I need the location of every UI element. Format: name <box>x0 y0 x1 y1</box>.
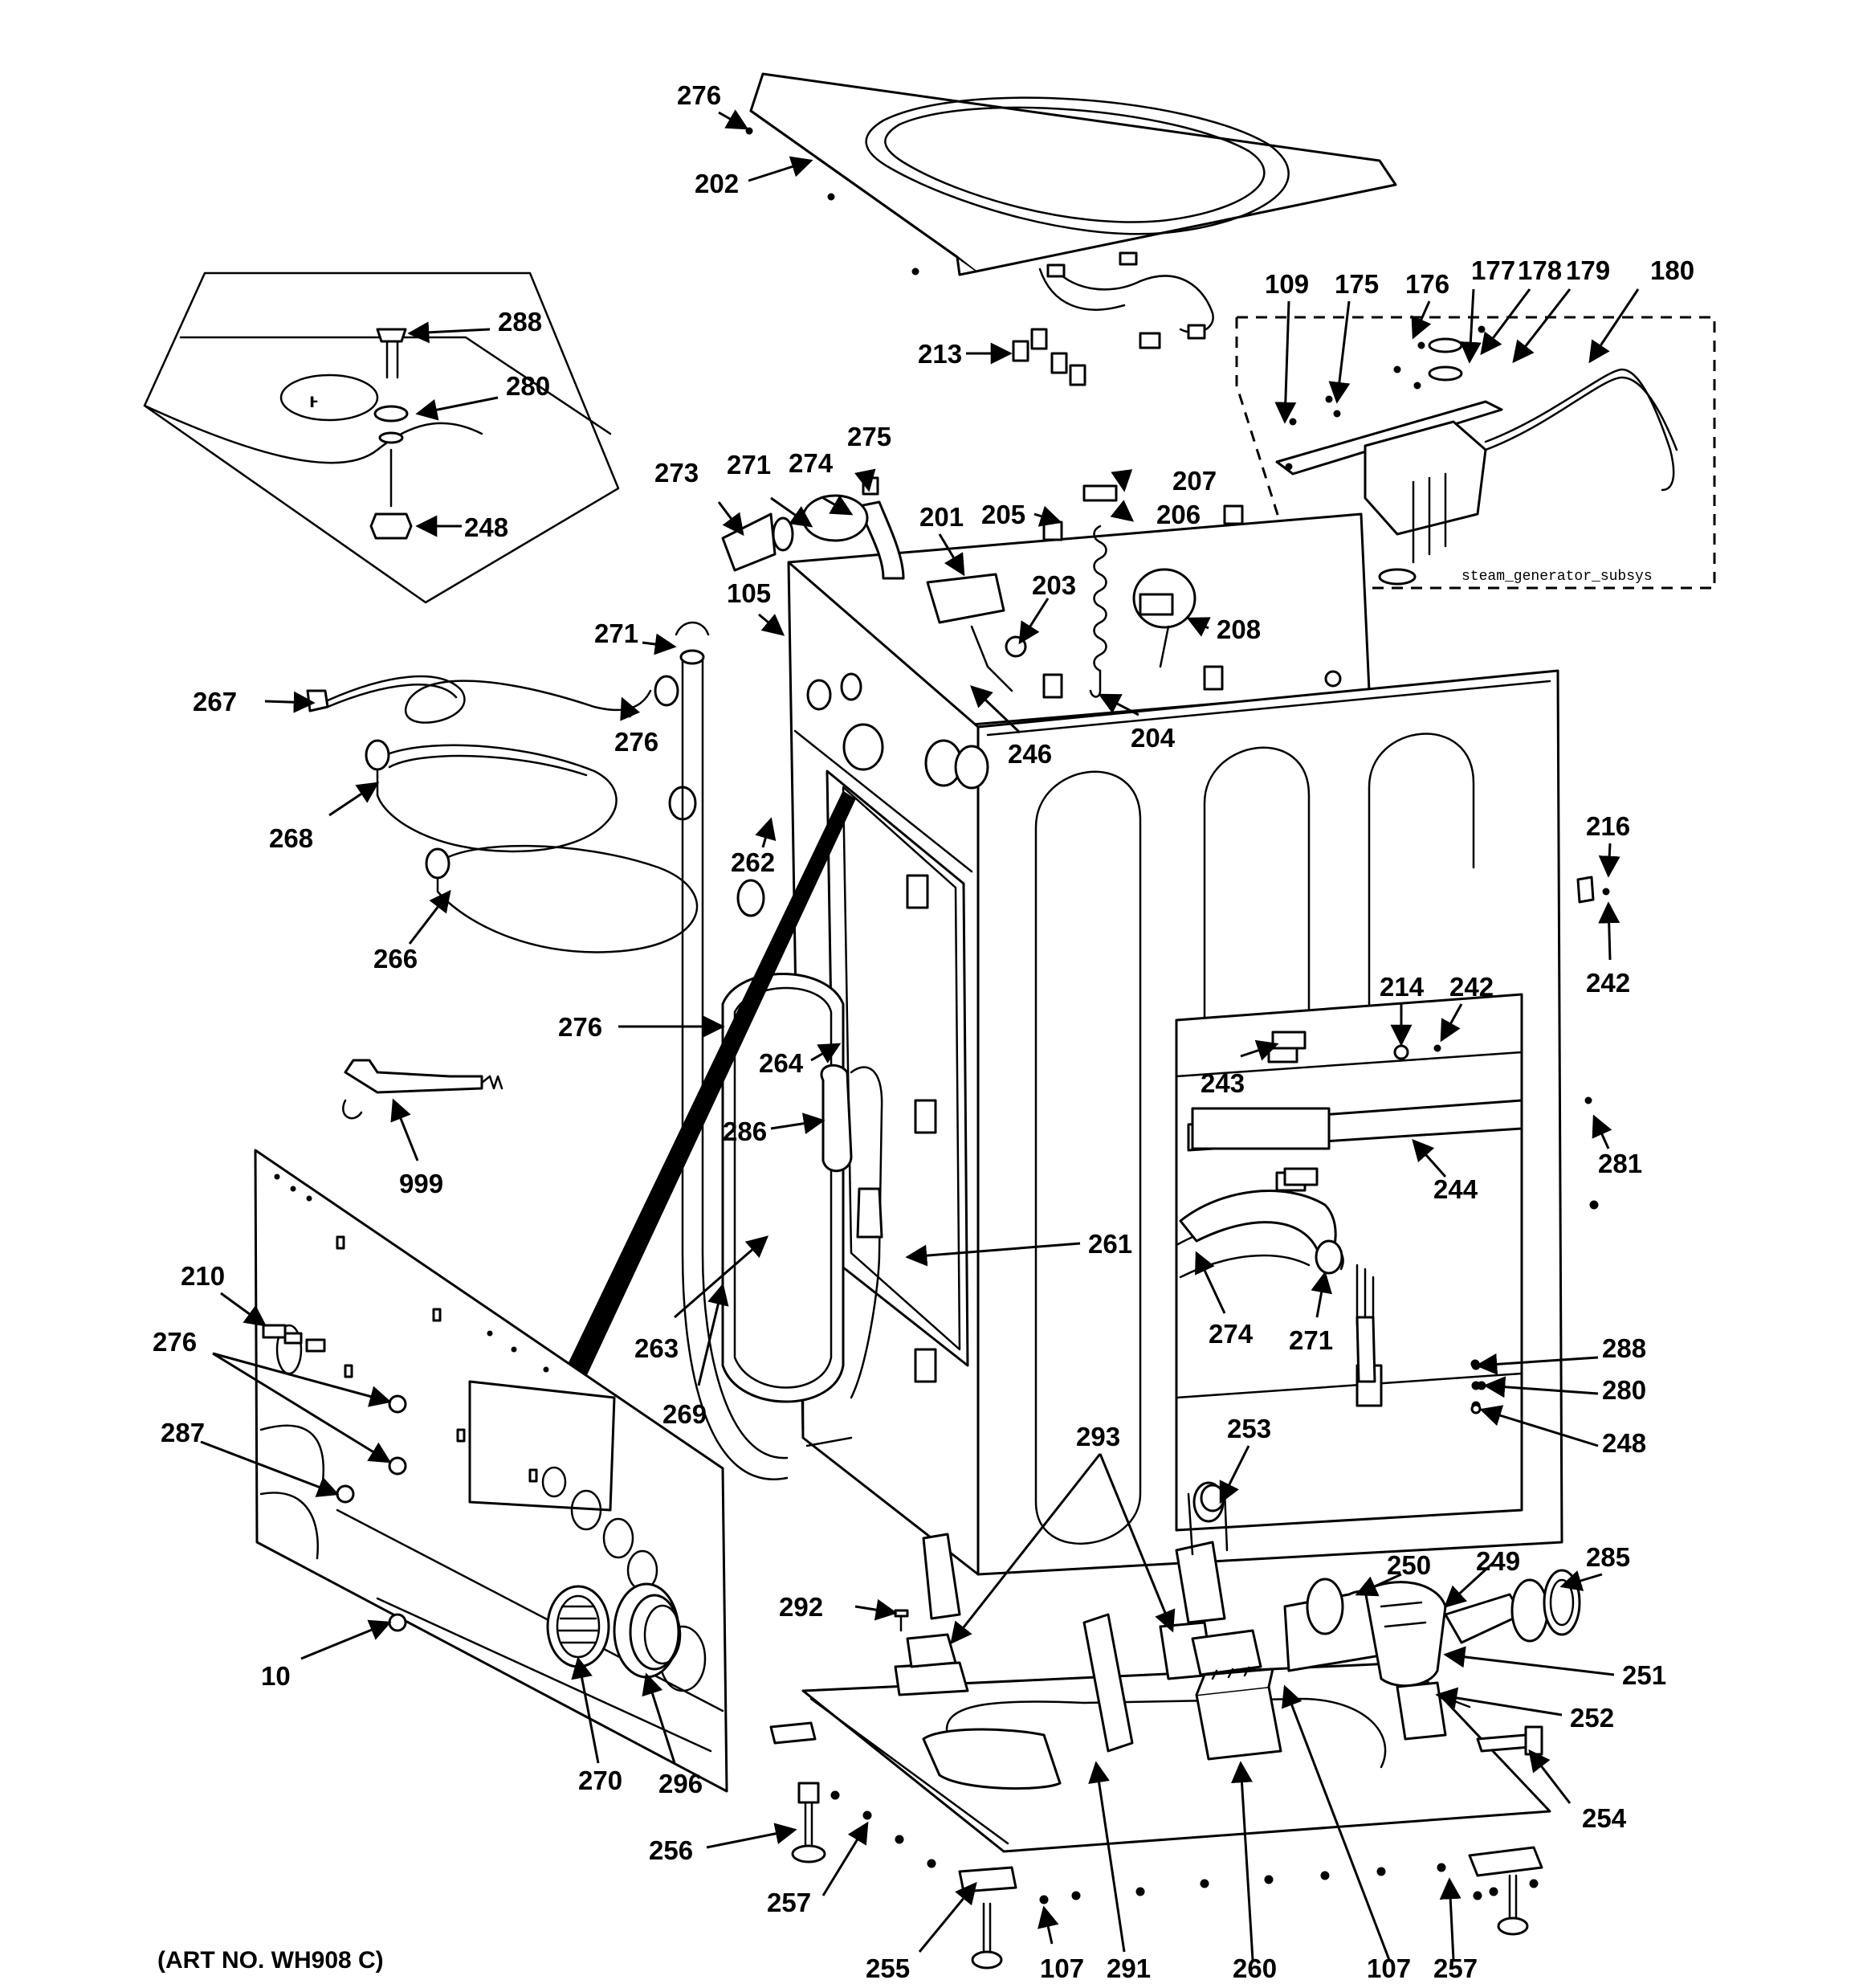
callout-252: 252 <box>1570 1703 1614 1733</box>
callout-285: 285 <box>1586 1542 1630 1572</box>
callout-270: 270 <box>578 1766 622 1795</box>
callout-291: 291 <box>1107 1953 1151 1983</box>
callout-260: 260 <box>1233 1953 1277 1983</box>
svg-text:ⱶ: ⱶ <box>309 388 318 412</box>
callout-213: 213 <box>918 339 962 369</box>
callout-201: 201 <box>919 502 964 532</box>
callout-105: 105 <box>727 578 771 608</box>
callout-178: 178 <box>1518 255 1562 285</box>
callout-288-inset: 288 <box>498 307 542 337</box>
subsystem-label: steam_generator_subsys <box>1461 569 1653 585</box>
callout-292: 292 <box>779 1592 823 1622</box>
callout-176: 176 <box>1405 269 1449 299</box>
callout-10: 10 <box>261 1661 291 1691</box>
callout-266: 266 <box>373 944 418 974</box>
callout-276: 276 <box>677 80 721 110</box>
callout-242-b: 242 <box>1586 968 1630 998</box>
callout-276-d: 276 <box>153 1327 197 1357</box>
callout-274-a: 274 <box>789 448 834 478</box>
callout-243: 243 <box>1201 1068 1245 1098</box>
callout-271-c: 271 <box>1289 1325 1333 1355</box>
callout-257-a: 257 <box>767 1888 811 1917</box>
callout-216: 216 <box>1586 811 1630 841</box>
callout-204: 204 <box>1131 723 1176 753</box>
callout-214: 214 <box>1380 972 1425 1002</box>
callout-248-inset: 248 <box>464 512 508 542</box>
callout-264: 264 <box>759 1048 804 1078</box>
callout-202: 202 <box>695 169 739 198</box>
callout-208: 208 <box>1217 614 1261 644</box>
callout-269: 269 <box>662 1399 707 1429</box>
callout-255: 255 <box>866 1953 910 1983</box>
callout-249: 249 <box>1476 1546 1520 1576</box>
callout-280: 280 <box>1602 1375 1646 1405</box>
cabinet <box>721 476 1563 1576</box>
leader-lines <box>200 109 1640 1961</box>
callout-261: 261 <box>1088 1229 1132 1259</box>
callout-107-a: 107 <box>1040 1953 1084 1983</box>
callout-263: 263 <box>634 1333 679 1363</box>
callout-205: 205 <box>981 500 1025 529</box>
callout-107-b: 107 <box>1367 1953 1411 1983</box>
callout-274-b: 274 <box>1209 1319 1254 1349</box>
right-wall-hardware <box>1179 876 1610 1512</box>
callout-109: 109 <box>1265 269 1309 299</box>
callout-288: 288 <box>1602 1333 1646 1363</box>
callout-271-a: 271 <box>727 450 771 480</box>
callout-293: 293 <box>1076 1422 1120 1451</box>
callout-280-inset: 280 <box>506 371 550 401</box>
callout-256: 256 <box>649 1835 693 1865</box>
callout-250: 250 <box>1387 1550 1431 1580</box>
callout-203: 203 <box>1032 570 1076 600</box>
callout-177: 177 <box>1471 255 1515 285</box>
callout-296: 296 <box>658 1769 703 1798</box>
inlet-hoses-and-cord <box>306 621 789 1480</box>
callout-271-b: 271 <box>594 618 638 648</box>
callout-273: 273 <box>654 458 699 488</box>
callout-210: 210 <box>181 1261 225 1291</box>
callout-276-c: 276 <box>558 1012 602 1042</box>
callout-246: 246 <box>1008 739 1052 769</box>
callout-206: 206 <box>1156 500 1201 529</box>
top-cover <box>745 72 1397 276</box>
art-number: (ART NO. WH908 C) <box>157 1947 384 1974</box>
wire-harness <box>1012 251 1214 386</box>
callout-180: 180 <box>1650 255 1694 285</box>
callout-179: 179 <box>1566 255 1610 285</box>
base-frame <box>769 1361 1581 1970</box>
steam-generator-subsystem: steam_generator_subsys <box>1235 316 1716 590</box>
callout-276-b: 276 <box>614 727 658 757</box>
callout-287: 287 <box>161 1418 205 1447</box>
callout-253: 253 <box>1227 1414 1271 1443</box>
callout-248: 248 <box>1602 1428 1646 1458</box>
callout-275: 275 <box>847 422 891 451</box>
inset-leveling-detail: ⱶ <box>143 271 620 604</box>
callout-999: 999 <box>399 1169 443 1198</box>
callout-267: 267 <box>193 687 237 716</box>
callout-262: 262 <box>731 847 775 877</box>
callout-labels: 276 202 213 109 175 176 177 178 179 180 … <box>153 80 1694 1983</box>
callout-175: 175 <box>1335 269 1379 299</box>
callout-207: 207 <box>1172 466 1217 496</box>
callout-244: 244 <box>1433 1174 1478 1204</box>
callout-281: 281 <box>1598 1149 1642 1178</box>
callout-268: 268 <box>269 823 313 853</box>
front-panel <box>254 1149 728 1793</box>
callout-286: 286 <box>723 1116 767 1146</box>
callout-254: 254 <box>1582 1803 1627 1833</box>
callout-242-a: 242 <box>1449 972 1494 1002</box>
callout-257-b: 257 <box>1433 1953 1478 1983</box>
callout-251: 251 <box>1622 1660 1666 1690</box>
